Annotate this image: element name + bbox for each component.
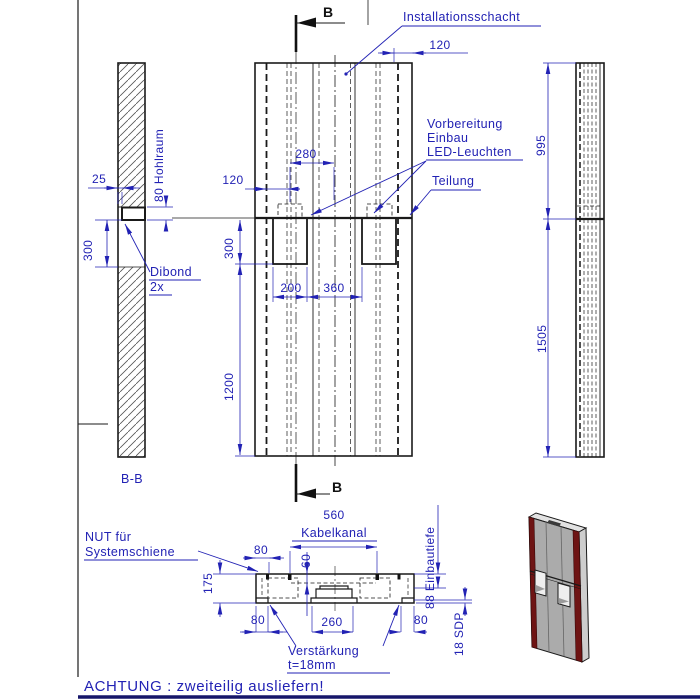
label-vorbereitung: Vorbereitung [427, 117, 503, 131]
dim-1505: 1505 [535, 325, 549, 353]
section-marker-b-bottom: B [332, 479, 342, 495]
section-marker-b-top: B [323, 4, 333, 20]
dim-80-top-left: 80 [254, 543, 268, 557]
label-led-leuchten: LED-Leuchten [427, 145, 512, 159]
dim-60: 60 [299, 554, 313, 568]
label-einbau: Einbau [427, 131, 468, 145]
dim-80-hohlraum: 80 Hohlraum [152, 129, 166, 202]
label-verstaerkung-2: t=18mm [288, 658, 336, 672]
dim-360: 360 [323, 281, 344, 295]
dim-80-bottom-right: 80 [414, 613, 428, 627]
dim-300-front: 300 [222, 238, 236, 259]
dim-120-left: 120 [222, 173, 243, 187]
dibond-note-1: Dibond [150, 265, 192, 279]
label-nut-1: NUT für [85, 530, 131, 544]
dim-80-bottom-left: 80 [251, 613, 265, 627]
dibond-note-2: 2x [150, 280, 164, 294]
dim-25: 25 [92, 172, 106, 186]
label-verstaerkung-1: Verstärkung [288, 644, 359, 658]
dim-995: 995 [534, 135, 548, 156]
dim-1200: 1200 [222, 373, 236, 401]
dim-280: 280 [295, 147, 316, 161]
dim-300-side: 300 [81, 240, 95, 261]
view-label-bb: B-B [121, 472, 143, 486]
dim-200: 200 [280, 281, 301, 295]
dim-18-sdp: 18 SDP [452, 612, 466, 656]
label-installationsschacht: Installationsschacht [403, 10, 520, 24]
dim-88-einbautiefe: 88 Einbautiefe [423, 527, 437, 609]
dim-560: 560 [323, 508, 344, 522]
drawing-frame: ACHTUNG : zweiteilig ausliefern! [77, 0, 700, 699]
front-view: B B 280 120 300 1200 200 360 [172, 0, 541, 502]
side-section-view: 25 80 Hohlraum 300 Dibond 2x B-B [81, 62, 201, 486]
dim-175: 175 [201, 573, 215, 594]
isometric-view [527, 512, 590, 663]
label-nut-2: Systemschiene [85, 545, 175, 559]
label-teilung: Teilung [432, 174, 474, 188]
dim-120-top: 120 [429, 38, 450, 52]
warning-note: ACHTUNG : zweiteilig ausliefern! [84, 678, 324, 695]
bottom-section-view: 560 Kabelkanal 80 60 175 80 260 [84, 505, 472, 674]
right-side-view: 995 1505 [534, 62, 605, 458]
label-kabelkanal: Kabelkanal [301, 526, 367, 540]
dim-260: 260 [321, 615, 342, 629]
